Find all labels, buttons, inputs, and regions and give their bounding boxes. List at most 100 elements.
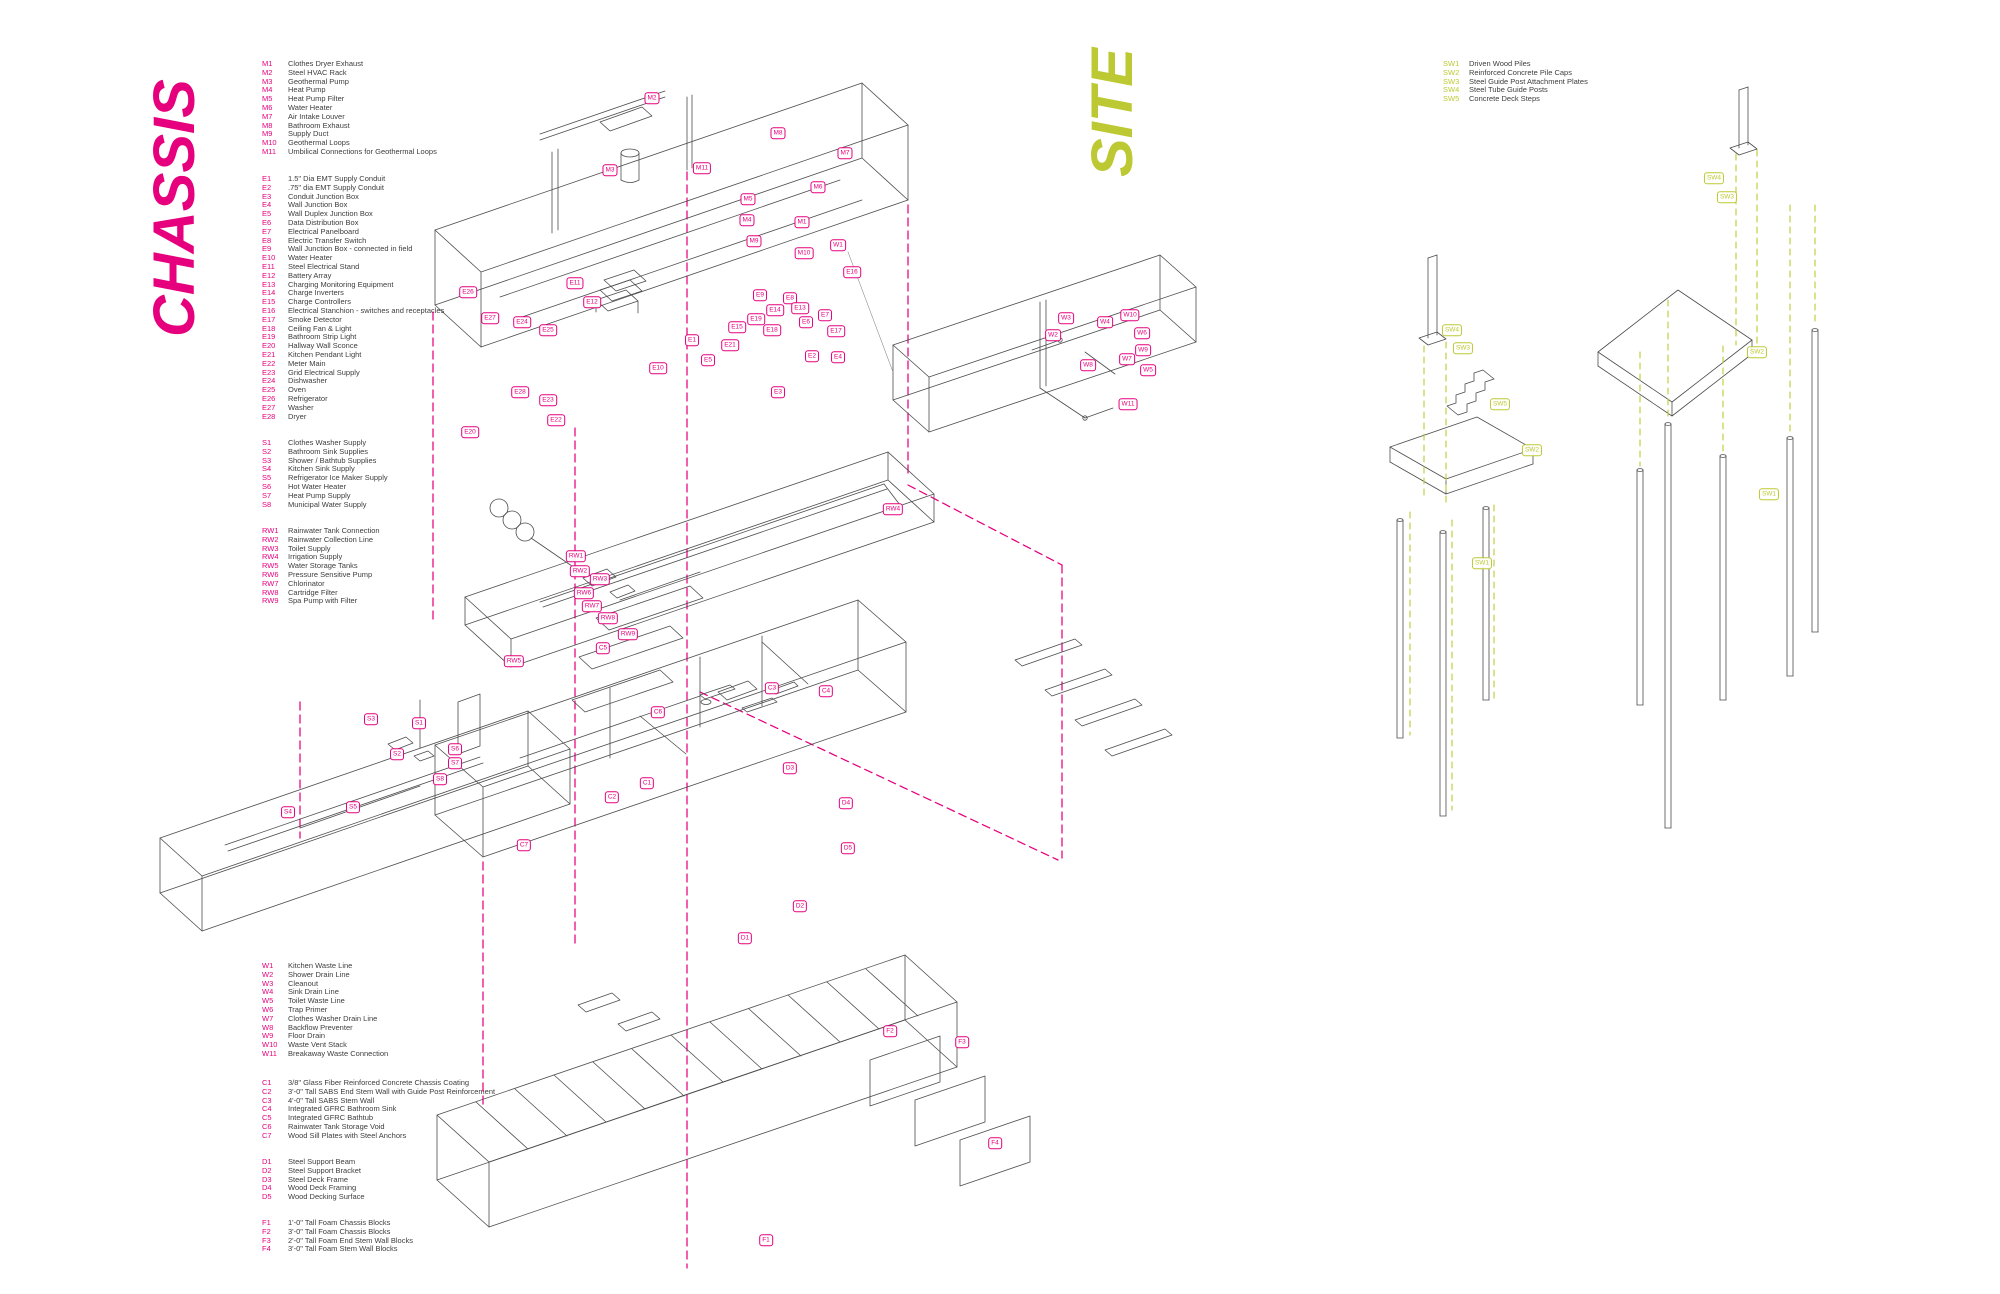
legend-code: C5 xyxy=(262,1113,272,1123)
legend-row: E2.75" dia EMT Supply Conduit xyxy=(262,183,444,193)
legend-label: Rainwater Tank Connection xyxy=(288,526,380,535)
legend-label: Wall Junction Box xyxy=(288,200,348,210)
legend-label: Steel Electrical Stand xyxy=(288,261,360,271)
legend-code: RW7 xyxy=(262,578,279,588)
legend-code: W10 xyxy=(262,1040,278,1050)
legend-code: S8 xyxy=(262,499,272,509)
drawing-tag-e20: E20 xyxy=(461,426,479,438)
legend-code: E13 xyxy=(262,279,276,289)
legend-code: SW4 xyxy=(1443,85,1460,95)
drawing-tag-e25: E25 xyxy=(539,324,557,336)
drawing-tag-sw2: SW2 xyxy=(1521,444,1543,456)
drawing-tag-s7: S7 xyxy=(448,757,462,769)
legend-label: Electrical Stanchion - switches and rece… xyxy=(288,305,445,315)
drawing-tag-rw5: RW5 xyxy=(503,655,525,667)
drawing-tag-w5: W5 xyxy=(1140,364,1156,376)
legend-label: Wood Sill Plates with Steel Anchors xyxy=(288,1130,407,1140)
legend-row: F1 1'-0" Tall Foam Chassis Blocks xyxy=(262,1218,413,1228)
legend-label: Wood Deck Framing xyxy=(288,1183,357,1193)
legend-code: W1 xyxy=(262,961,274,970)
drawing-tag-e17: E17 xyxy=(827,325,845,337)
legend-label: Dishwasher xyxy=(288,376,328,386)
drawing-tag-rw6: RW6 xyxy=(573,587,595,599)
site-left-assembly xyxy=(1389,254,1534,817)
legend-code: S4 xyxy=(262,464,272,474)
legend-code: E1 xyxy=(262,174,272,183)
drawing-tag-w7: W7 xyxy=(1119,353,1135,365)
drawing-tag-w9: W9 xyxy=(1135,344,1151,356)
drawing-tag-e11: E11 xyxy=(566,277,584,289)
legend-label: Bathroom Strip Light xyxy=(288,332,357,342)
drawing-tag-m1: M1 xyxy=(794,216,810,228)
drawing-tag-d5: D5 xyxy=(840,842,856,854)
legend-label: 1'-0" Tall Foam Chassis Blocks xyxy=(288,1218,391,1227)
legend-code: RW8 xyxy=(262,587,279,597)
legend-code: W6 xyxy=(262,1004,274,1014)
legend-code: M7 xyxy=(262,111,273,121)
drawing-tag-e19: E19 xyxy=(747,313,765,325)
legend-code: S5 xyxy=(262,473,272,483)
legend-code: RW4 xyxy=(262,552,279,562)
drawing-tag-sw4: SW4 xyxy=(1441,324,1463,336)
legend-code: D2 xyxy=(262,1165,272,1175)
legend-code: C7 xyxy=(262,1130,272,1140)
legend-label: Steel Deck Frame xyxy=(288,1174,349,1184)
legend-label: Geothermal Loops xyxy=(288,138,350,148)
drawing-tag-e7: E7 xyxy=(818,309,832,321)
legend-label: Irrigation Supply xyxy=(288,552,343,562)
legend-code: F1 xyxy=(262,1218,271,1227)
supply-module xyxy=(159,693,571,932)
legend-label: Bathroom Sink Supplies xyxy=(288,446,369,456)
drawing-tag-rw9: RW9 xyxy=(617,628,639,640)
legend-label: Water Storage Tanks xyxy=(288,561,358,571)
legend-code: W9 xyxy=(262,1031,274,1041)
drawing-tag-w11: W11 xyxy=(1118,398,1138,410)
legend-label: 4'-0" Tall SABS Stem Wall xyxy=(288,1095,375,1105)
legend-label: Steel Guide Post Attachment Plates xyxy=(1469,76,1588,86)
legend-label: Ceiling Fan & Light xyxy=(288,323,352,333)
legend-code: M8 xyxy=(262,120,273,130)
drawing-tag-e13: E13 xyxy=(791,302,809,314)
legend-label: Toilet Supply xyxy=(288,543,331,553)
drawing-tag-s4: S4 xyxy=(281,806,295,818)
legend-label: Reinforced Concrete Pile Caps xyxy=(1469,67,1572,77)
legend-code: M2 xyxy=(262,67,273,77)
drawing-tag-e24: E24 xyxy=(513,316,531,328)
legend-code: D5 xyxy=(262,1192,272,1202)
drawing-tag-sw1: SW1 xyxy=(1471,557,1493,569)
legend-code: W11 xyxy=(262,1048,277,1058)
legend-code: M10 xyxy=(262,138,277,148)
legend-code: E12 xyxy=(262,270,276,280)
legend-label: Umbilical Connections for Geothermal Loo… xyxy=(288,146,437,156)
waste-module xyxy=(847,251,1197,433)
drawing-tag-w2: W2 xyxy=(1045,329,1061,341)
legend-code: E3 xyxy=(262,191,272,201)
